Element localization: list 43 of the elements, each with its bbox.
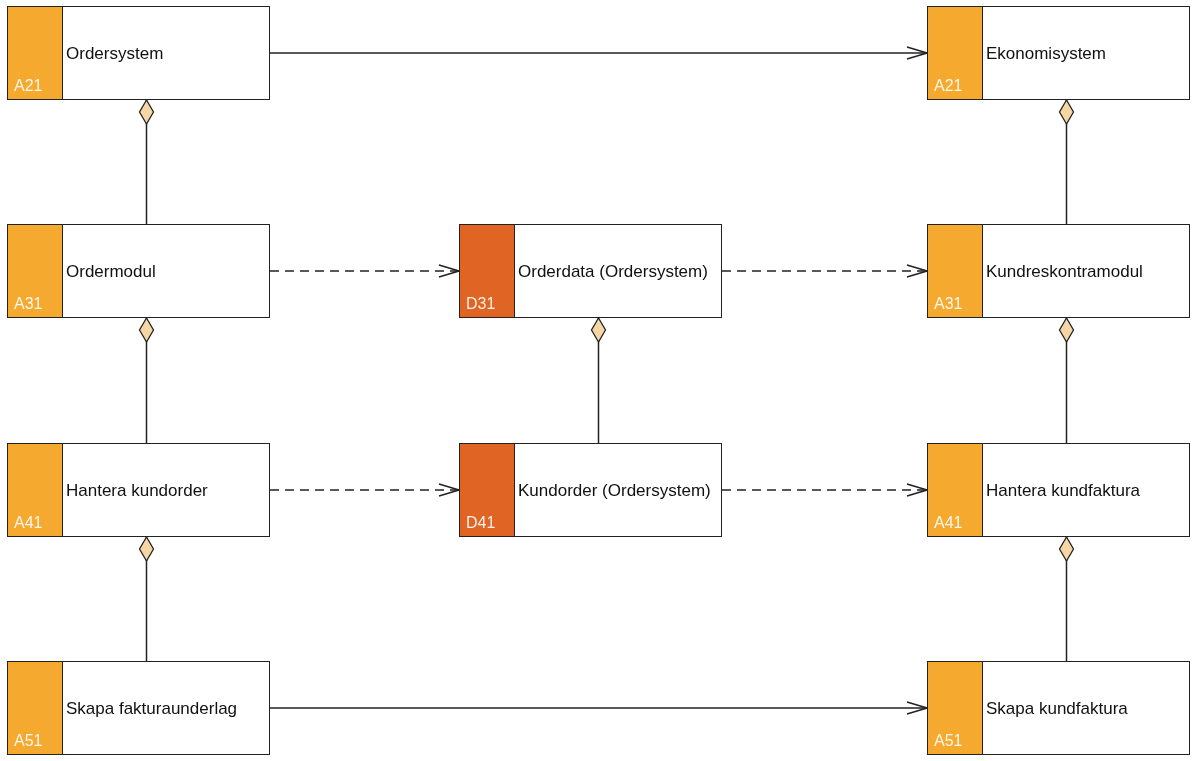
element-box	[7, 224, 270, 318]
element-name: Ekonomisystem	[986, 42, 1106, 65]
element-box	[7, 6, 270, 100]
element-box	[927, 6, 1190, 100]
element-name: Ordermodul	[66, 260, 156, 283]
arrow	[721, 264, 928, 278]
element-box	[927, 443, 1190, 537]
aggregation-connector	[138, 536, 155, 662]
element-name: Skapa kundfaktura	[986, 697, 1128, 720]
aggregation-connector	[1058, 536, 1075, 662]
element-name: Kundorder (Ordersystem)	[518, 479, 711, 502]
arrow	[269, 483, 460, 497]
aggregation-connector	[1058, 99, 1075, 225]
element-code: D31	[466, 294, 496, 314]
element-box	[7, 661, 270, 755]
arrow	[721, 483, 928, 497]
element-code: A31	[14, 294, 43, 314]
element-code: A21	[934, 76, 963, 96]
element-name: Hantera kundorder	[66, 479, 208, 502]
aggregation-connector	[590, 317, 607, 444]
element-code: A51	[14, 731, 43, 751]
element-box	[927, 224, 1190, 318]
element-code: A41	[14, 513, 43, 533]
element-name: Orderdata (Ordersystem)	[518, 260, 708, 283]
aggregation-connector	[1058, 317, 1075, 444]
element-name: Skapa fakturaunderlag	[66, 697, 238, 720]
arrow	[269, 46, 928, 60]
element-name: Kundreskontramodul	[986, 260, 1143, 283]
element-box	[459, 443, 722, 537]
element-code: D41	[466, 513, 496, 533]
aggregation-connector	[138, 99, 155, 225]
arrow	[269, 264, 460, 278]
aggregation-connector	[138, 317, 155, 444]
element-box	[459, 224, 722, 318]
element-code: A41	[934, 513, 963, 533]
arrow	[269, 701, 928, 715]
element-code: A31	[934, 294, 963, 314]
element-code: A21	[14, 76, 43, 96]
element-name: Hantera kundfaktura	[986, 479, 1141, 502]
element-box	[7, 443, 270, 537]
element-box	[927, 661, 1190, 755]
element-code: A51	[934, 731, 963, 751]
element-name: Ordersystem	[66, 42, 164, 65]
